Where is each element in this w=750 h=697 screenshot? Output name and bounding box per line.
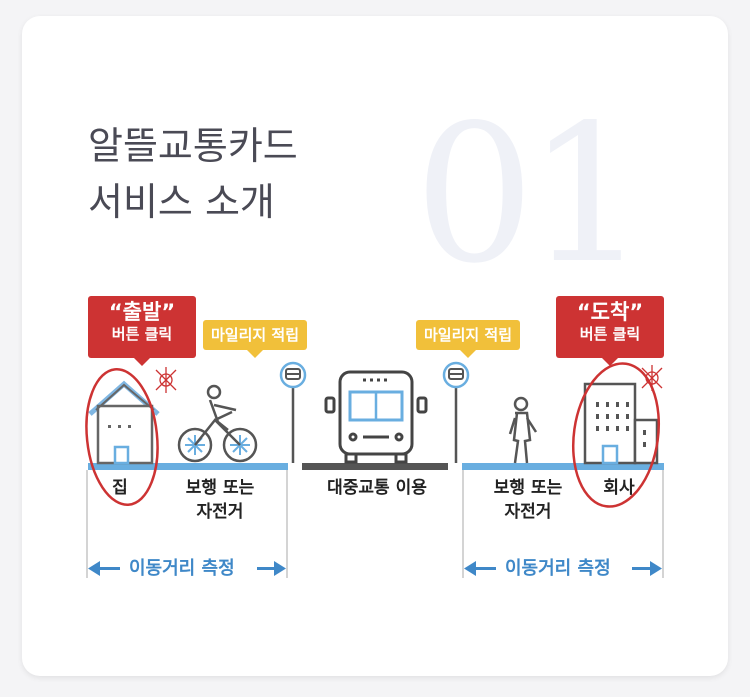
start-callout-subtitle: 버튼 클릭 — [111, 325, 173, 343]
mileage-callout-left: 마일리지 적립 — [203, 320, 308, 358]
tap-sparkle-icon — [641, 365, 663, 391]
office-building-icon — [583, 382, 659, 465]
arrive-callout-subtitle: 버튼 클릭 — [579, 325, 641, 343]
walk-bike-right-label: 보행 또는 자전거 — [478, 476, 578, 524]
walk-bike-left-label: 보행 또는 자전거 — [170, 476, 270, 524]
walk-bike-right-line-2: 자전거 — [504, 502, 552, 522]
ground-right-line — [462, 463, 664, 470]
distance-right-label: 이동거리 측정 — [505, 558, 611, 579]
arrive-callout-title: “도착” — [576, 300, 644, 324]
ground-center-line — [302, 463, 448, 470]
distance-left-label: 이동거리 측정 — [129, 558, 235, 579]
page-title: 알뜰교통카드 서비스 소개 — [88, 118, 298, 230]
section-number: 01 — [414, 84, 648, 305]
arrive-highlight-circle — [571, 362, 661, 508]
office-label: 회사 — [603, 478, 635, 498]
walk-bike-left-line-1: 보행 또는 — [185, 478, 255, 498]
pedestrian-icon — [508, 396, 538, 464]
start-button-callout: “출발” 버튼 클릭 — [88, 296, 196, 366]
bus-stop-left-icon — [279, 361, 307, 463]
public-transit-label: 대중교통 이용 — [327, 478, 427, 498]
title-line-2: 서비스 소개 — [88, 180, 275, 224]
home-label: 집 — [112, 478, 128, 498]
start-highlight-circle — [85, 368, 159, 506]
tap-sparkle-icon — [155, 367, 177, 393]
ground-left-line — [88, 463, 288, 470]
bus-stop-right-icon — [442, 361, 470, 463]
house-icon — [88, 380, 160, 465]
distance-left-indicator — [86, 470, 288, 578]
distance-arrow-icon — [88, 561, 662, 576]
title-line-1: 알뜰교통카드 — [88, 124, 298, 168]
start-callout-title: “출발” — [108, 300, 176, 324]
walk-bike-right-line-1: 보행 또는 — [493, 478, 563, 498]
arrive-button-callout: “도착” 버튼 클릭 — [556, 296, 664, 366]
mileage-callout-right: 마일리지 적립 — [416, 320, 521, 358]
bus-icon — [324, 370, 428, 464]
cyclist-icon — [177, 384, 258, 463]
walk-bike-left-line-2: 자전거 — [196, 502, 244, 522]
distance-right-indicator — [462, 470, 664, 578]
